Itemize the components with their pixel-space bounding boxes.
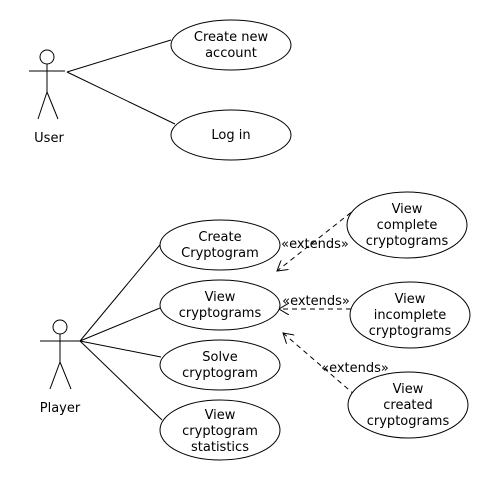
create-account-label-line2: account <box>205 46 257 61</box>
player-left-leg <box>49 361 61 390</box>
view-created-label-line3: cryptograms <box>367 414 450 429</box>
view-statistics-label-line2: cryptogram <box>182 424 258 439</box>
view-complete-label-line3: cryptograms <box>366 234 449 249</box>
view-incomplete-label-line1: View <box>395 292 426 307</box>
extends-relations: «extends» «extends» «extends» <box>277 206 389 396</box>
extends-label-complete: «extends» <box>281 237 349 252</box>
user-actor-label: User <box>34 131 64 146</box>
view-incomplete-label-line2: incomplete <box>374 308 447 323</box>
extends-label-incomplete: «extends» <box>282 294 350 309</box>
view-incomplete-label-line3: cryptograms <box>369 324 452 339</box>
create-cryptogram-label-line2: Cryptogram <box>181 246 259 261</box>
view-complete-label-line2: complete <box>377 218 438 233</box>
view-statistics-label-line3: statistics <box>191 440 249 455</box>
assoc-user-log-in <box>66 71 176 125</box>
use-case-view-created: View created cryptograms <box>347 371 469 439</box>
associations <box>66 39 176 421</box>
use-case-solve-cryptogram: Solve cryptogram <box>159 339 281 391</box>
player-actor-label: Player <box>40 401 81 416</box>
user-head <box>39 49 55 65</box>
view-created-label-line2: created <box>383 398 433 413</box>
use-case-create-account: Create new account <box>170 19 292 71</box>
player-actor: Player <box>40 319 81 416</box>
use-case-view-complete: View complete cryptograms <box>346 191 468 259</box>
solve-cryptogram-label-line2: cryptogram <box>182 366 258 381</box>
assoc-user-create-account <box>66 39 172 73</box>
use-case-view-statistics: View cryptogram statistics <box>159 399 281 461</box>
use-case-view-incomplete: View incomplete cryptograms <box>349 281 471 349</box>
create-cryptogram-label-line1: Create <box>198 230 241 245</box>
player-head <box>52 319 68 335</box>
user-left-leg <box>37 91 48 120</box>
view-cryptograms-label-line1: View <box>205 290 236 305</box>
view-statistics-label-line1: View <box>205 408 236 423</box>
use-case-create-cryptogram: Create Cryptogram <box>159 219 281 271</box>
user-right-leg <box>46 91 59 120</box>
view-created-label-line1: View <box>393 382 424 397</box>
view-complete-label-line1: View <box>392 202 423 217</box>
view-cryptograms-label-line2: cryptograms <box>179 306 262 321</box>
extends-created-arrow <box>283 333 356 396</box>
assoc-player-view-cryptograms <box>79 307 161 342</box>
extends-label-created: «extends» <box>321 361 389 376</box>
use-case-view-cryptograms: View cryptograms <box>159 279 281 331</box>
use-case-log-in: Log in <box>170 109 292 161</box>
log-in-label: Log in <box>211 128 250 143</box>
player-right-leg <box>59 361 72 390</box>
create-account-label-line1: Create new <box>194 30 269 45</box>
assoc-player-create-cryptogram <box>79 239 165 342</box>
assoc-player-solve-cryptogram <box>79 340 162 358</box>
user-actor: User <box>29 49 65 146</box>
assoc-player-view-statistics <box>79 340 163 421</box>
solve-cryptogram-label-line1: Solve <box>202 350 238 365</box>
